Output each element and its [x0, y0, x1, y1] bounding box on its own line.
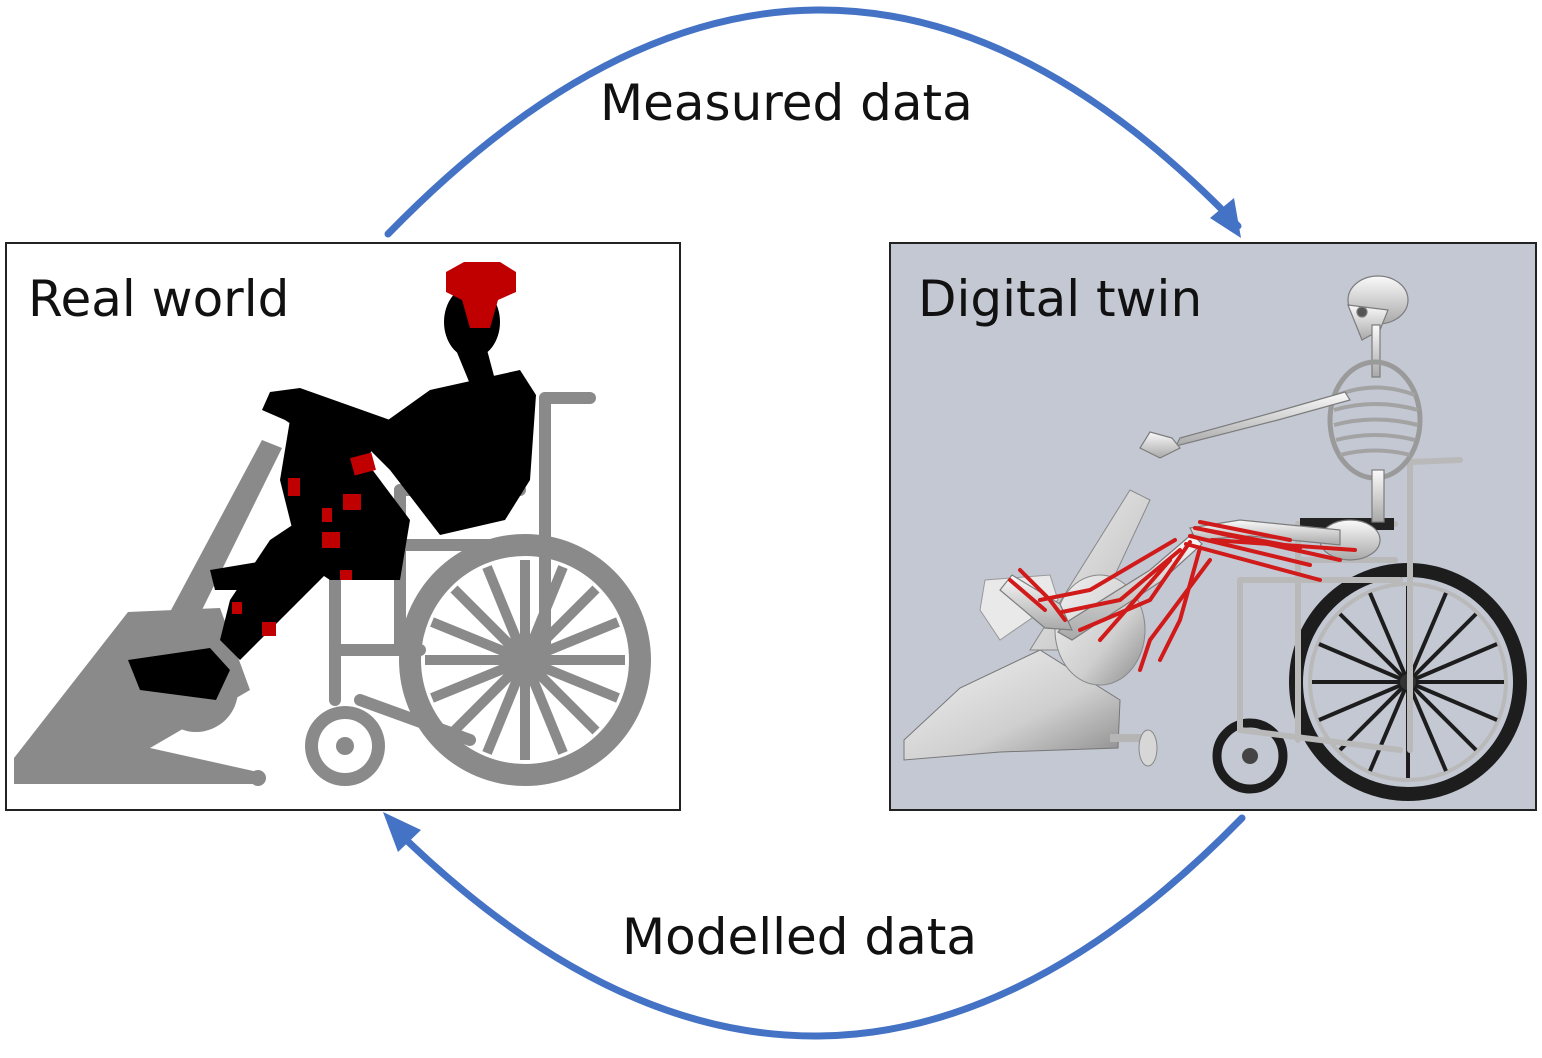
manual-wheelchair-silhouette: [305, 392, 651, 786]
modelled-data-label: Modelled data: [622, 908, 978, 966]
rib-cage: [1333, 385, 1419, 457]
wearable-sensors: [232, 262, 516, 636]
wheel-spokes: [425, 560, 625, 760]
digital-twin-title: Digital twin: [918, 270, 1203, 328]
measured-data-label: Measured data: [600, 74, 973, 132]
real-world-panel: [5, 242, 681, 811]
eeg-headset: [446, 262, 516, 328]
modelled-data-arrow: [383, 812, 1246, 1040]
digital-twin-panel: [889, 242, 1537, 811]
modelled-arrowhead: [383, 812, 421, 852]
muscle-lines: [1008, 520, 1357, 672]
real-world-title: Real world: [28, 270, 290, 328]
measured-data-arrow: [384, 6, 1242, 238]
measured-arrowhead: [1210, 198, 1241, 238]
